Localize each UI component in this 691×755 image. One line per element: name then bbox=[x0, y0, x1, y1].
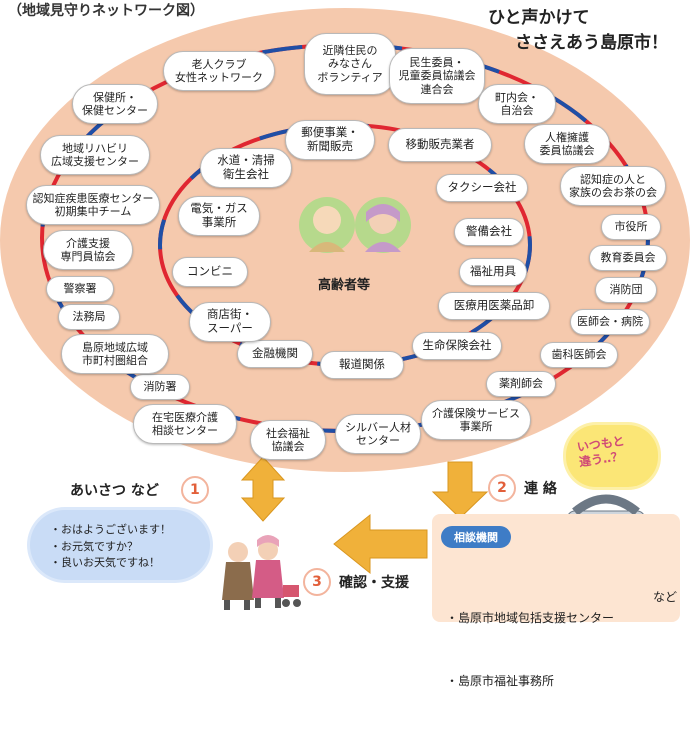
consultation-line-1: ・島原市地域包括支援センター bbox=[446, 611, 615, 625]
outer-node-silver-center: シルバー人材 センター bbox=[335, 414, 421, 454]
inner-node-electric-gas: 電気・ガス 事業所 bbox=[178, 196, 260, 236]
consultation-lines: ・島原市地域包括支援センター ・島原市福祉事務所 など bbox=[446, 566, 677, 755]
inner-node-taxi-company: タクシー会社 bbox=[436, 174, 528, 202]
step-3-number: 3 bbox=[303, 568, 331, 596]
slogan-line-1: ひと声かけて bbox=[488, 8, 590, 28]
inner-node-mobile-vendor: 移動販売業者 bbox=[388, 128, 492, 162]
consultation-line-2: ・島原市福祉事務所 bbox=[446, 674, 555, 688]
outer-node-police-station: 警察署 bbox=[46, 276, 114, 302]
header-partial-title: （地域見守りネットワーク図） bbox=[8, 3, 204, 19]
outer-node-rehab-support-center: 地域リハビリ 広域支援センター bbox=[40, 135, 150, 175]
outer-node-care-service-office: 介護保険サービス 事業所 bbox=[421, 400, 531, 440]
outer-node-senior-club: 老人クラブ 女性ネットワーク bbox=[163, 51, 275, 91]
step2-down-arrow bbox=[431, 461, 489, 519]
outer-node-fire-brigade: 消防団 bbox=[595, 277, 657, 303]
inner-node-welfare-equipment: 福祉用具 bbox=[459, 258, 527, 286]
step-2-label: 連 絡 bbox=[524, 481, 557, 497]
consultation-title: 相談機関 bbox=[441, 526, 511, 548]
step-2: 2 連 絡 bbox=[488, 474, 557, 502]
greeting-line-2: ・お元気ですか？ bbox=[50, 539, 138, 553]
outer-node-education-board: 教育委員会 bbox=[589, 245, 667, 271]
inner-node-security-company: 警備会社 bbox=[454, 218, 524, 246]
inner-node-financial-institution: 金融機関 bbox=[237, 340, 313, 368]
inner-node-life-insurance: 生命保険会社 bbox=[412, 332, 502, 360]
outer-node-fire-station: 消防署 bbox=[130, 374, 190, 400]
outer-node-social-welfare-council: 社会福祉 協議会 bbox=[250, 420, 326, 460]
outer-node-dementia-medical-center: 認知症疾患医療センター 初期集中チーム bbox=[26, 185, 160, 225]
greeting-speech-bubble: ・おはようございます！ ・お元気ですか？ ・良いお天気ですね！ bbox=[30, 510, 210, 580]
step-1-number: 1 bbox=[180, 476, 209, 504]
step-3: 3 確認・支援 bbox=[303, 568, 409, 596]
outer-node-dental-association: 歯科医師会 bbox=[540, 342, 618, 368]
outer-node-shimabara-union: 島原地域広域 市町村圏組合 bbox=[61, 334, 169, 374]
outer-node-chonaikai: 町内会・ 自治会 bbox=[478, 84, 556, 124]
step3-left-arrow bbox=[333, 513, 428, 575]
consultation-etc: など bbox=[653, 590, 678, 604]
elderly-walking-illustration bbox=[222, 535, 301, 610]
outer-node-city-hall: 市役所 bbox=[601, 214, 661, 240]
outer-node-dementia-family: 認知症の人と 家族の会お茶の会 bbox=[560, 166, 666, 206]
outer-node-neighbors-volunteers: 近隣住民の みなさん ボランティア bbox=[304, 33, 396, 95]
inner-node-convenience-store: コンビニ bbox=[172, 257, 248, 287]
inner-node-pharma-wholesale: 医療用医薬品卸 bbox=[438, 292, 550, 320]
inner-node-water-sanitation: 水道・清掃 衛生会社 bbox=[200, 148, 292, 188]
step-2-number: 2 bbox=[488, 474, 516, 502]
inner-node-media: 報道関係 bbox=[320, 351, 404, 379]
concern-text: いつもと 違う‥？ bbox=[576, 433, 626, 470]
step1-double-arrow bbox=[240, 456, 286, 522]
greeting-line-3: ・良いお天気ですね！ bbox=[50, 556, 160, 569]
step-1: あいさつ など 1 bbox=[70, 476, 209, 504]
outer-node-medical-association: 医師会・病院 bbox=[570, 309, 650, 335]
slogan-line-2: ささえあう島原市！ bbox=[515, 33, 668, 53]
outer-node-care-manager-association: 介護支援 専門員協会 bbox=[43, 230, 133, 270]
step-1-label: あいさつ など bbox=[70, 483, 159, 499]
outer-node-jinken-yogo: 人権擁護 委員協議会 bbox=[524, 124, 610, 164]
inner-node-shopping-street: 商店街・ スーパー bbox=[189, 302, 271, 342]
network-diagram: （地域見守りネットワーク図） ひと声かけて ささえあう島原市！ 近隣住民の みな… bbox=[0, 3, 690, 688]
outer-node-health-center: 保健所・ 保健センター bbox=[72, 84, 158, 124]
center-label-elderly: 高齢者等 bbox=[318, 278, 371, 293]
outer-node-minsei-iin: 民生委員・ 児童委員協議会 連合会 bbox=[389, 48, 485, 104]
outer-node-legal-affairs-bureau: 法務局 bbox=[58, 304, 120, 330]
outer-node-pharmacist-association: 薬剤師会 bbox=[486, 371, 556, 397]
concern-burst-bubble: いつもと 違う‥？ bbox=[566, 425, 658, 487]
greeting-line-1: ・おはようございます！ bbox=[50, 523, 171, 536]
step-3-label: 確認・支援 bbox=[339, 575, 409, 591]
inner-node-postal-newspaper: 郵便事業・ 新聞販売 bbox=[285, 120, 375, 160]
outer-node-home-care-center: 在宅医療介護 相談センター bbox=[133, 404, 237, 444]
elderly-couple-illustration bbox=[299, 197, 411, 253]
